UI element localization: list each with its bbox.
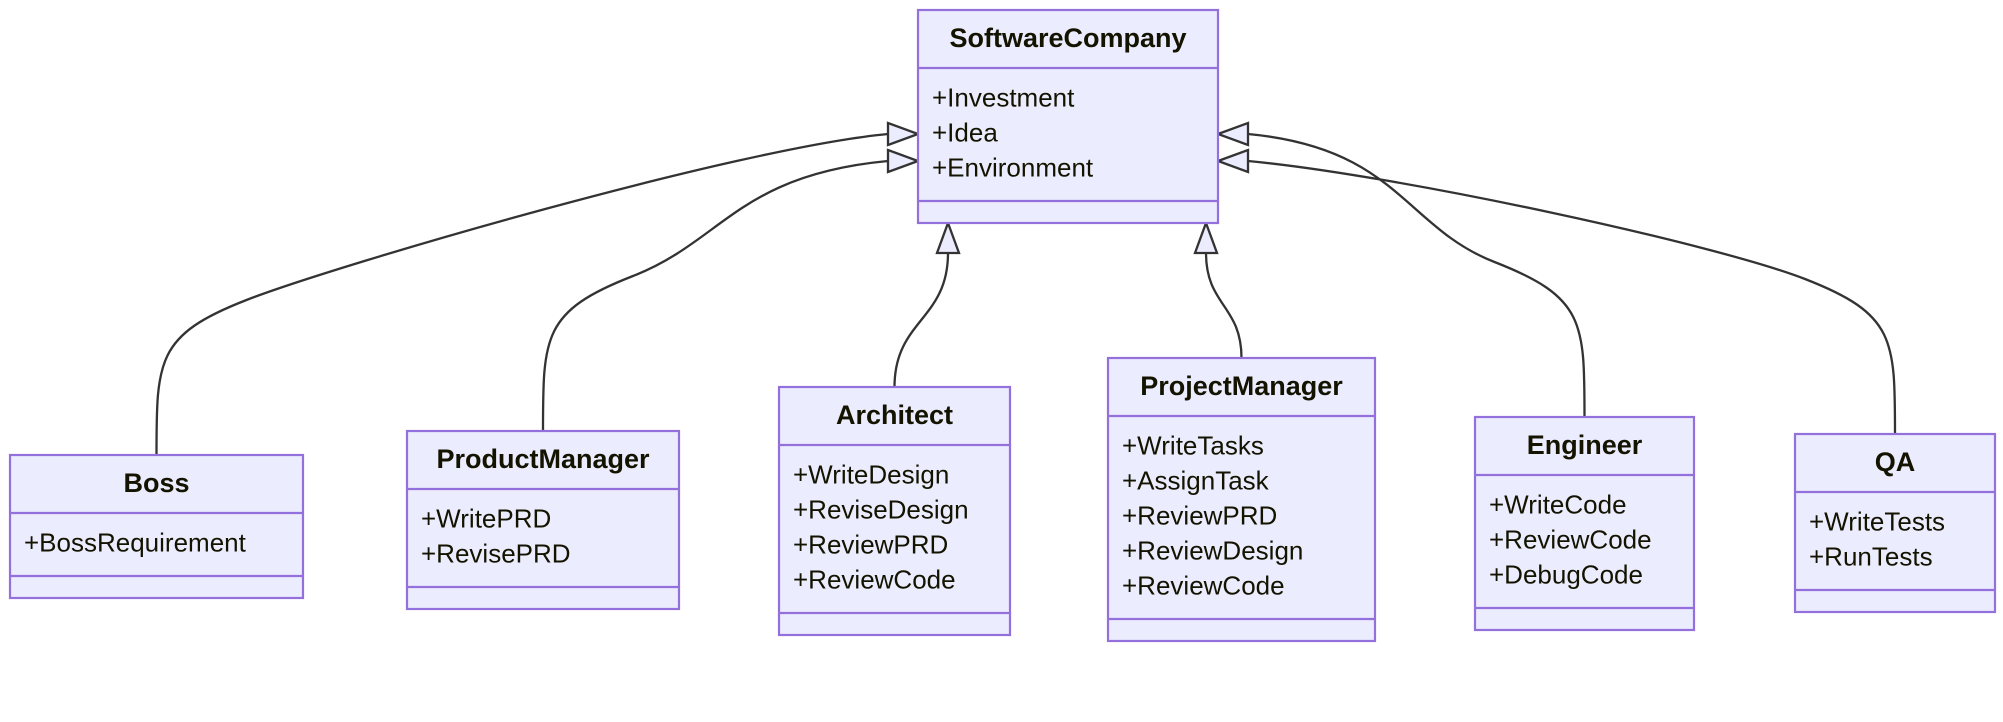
class-node-frame: [405, 429, 681, 611]
class-member: +ReviewCode: [1489, 524, 1652, 554]
class-member: +Idea: [932, 117, 998, 147]
inheritance-edge-line: [1247, 132, 1586, 418]
class-member: +AssignTask: [1122, 465, 1270, 495]
class-nodes-layer: SoftwareCompany +Investment +Idea +Environm…: [8, 8, 1997, 643]
class-member: +Environment: [932, 152, 1094, 182]
class-node-frame: [777, 385, 1012, 637]
inheritance-arrowhead: [886, 148, 922, 174]
inheritance-edge-boss-to-company[interactable]: [155, 121, 922, 456]
class-title-architect: Architect: [836, 400, 953, 430]
class-member: +WriteDesign: [793, 459, 949, 489]
class-member: +Investment: [932, 82, 1075, 112]
class-node-productmanager[interactable]: ProductManager +WritePRD +RevisePRD: [405, 429, 681, 611]
inheritance-edge-engineer-to-company[interactable]: [1214, 121, 1586, 418]
class-member: +ReviewCode: [1122, 570, 1285, 600]
class-member: +BossRequirement: [24, 527, 247, 557]
class-node-architect[interactable]: Architect +WriteDesign +ReviseDesign +Revie…: [777, 385, 1012, 637]
class-node-softwarecompany[interactable]: SoftwareCompany +Investment +Idea +Environm…: [916, 8, 1220, 225]
class-title-projectmanager: ProjectManager: [1140, 371, 1343, 401]
class-member: +WriteTests: [1809, 506, 1945, 536]
inheritance-edge-line: [541, 159, 889, 432]
class-member: +WriteTasks: [1122, 430, 1264, 460]
class-node-frame: [1793, 432, 1997, 614]
class-member: +WriteCode: [1489, 489, 1627, 519]
class-member: +ReviseDesign: [793, 494, 969, 524]
class-title-softwarecompany: SoftwareCompany: [949, 23, 1186, 53]
inheritance-edge-qa-to-company[interactable]: [1214, 148, 1897, 435]
class-member: +RunTests: [1809, 541, 1933, 571]
class-member: +ReviewCode: [793, 564, 956, 594]
class-member: +ReviewPRD: [793, 529, 948, 559]
inheritance-edge-architect-to-company[interactable]: [893, 219, 961, 388]
class-node-engineer[interactable]: Engineer +WriteCode +ReviewCode +DebugCode: [1473, 415, 1696, 632]
inheritance-edge-line: [155, 132, 889, 456]
class-member: +WritePRD: [421, 503, 551, 533]
class-member: +DebugCode: [1489, 559, 1643, 589]
class-node-qa[interactable]: QA +WriteTests +RunTests: [1793, 432, 1997, 614]
class-title-productmanager: ProductManager: [436, 444, 650, 474]
class-node-frame: [1473, 415, 1696, 632]
class-node-frame: [1106, 356, 1377, 643]
class-member: +ReviewPRD: [1122, 500, 1277, 530]
inheritance-arrowhead: [935, 219, 961, 255]
class-node-frame: [916, 8, 1220, 225]
inheritance-arrowhead: [1193, 219, 1219, 255]
class-title-qa: QA: [1875, 447, 1916, 477]
class-title-boss: Boss: [123, 468, 189, 498]
inheritance-arrowhead: [1214, 148, 1250, 174]
class-title-engineer: Engineer: [1527, 430, 1643, 460]
inheritance-edge-productmanager-to-company[interactable]: [541, 148, 922, 432]
class-node-projectmanager[interactable]: ProjectManager +WriteTasks +AssignTask +Rev…: [1106, 356, 1377, 643]
class-node-boss[interactable]: Boss +BossRequirement: [8, 453, 305, 600]
inheritance-arrowhead: [1214, 121, 1250, 147]
inheritance-arrowhead: [886, 121, 922, 147]
inheritance-edge-line: [893, 252, 950, 388]
inheritance-edge-line: [1247, 159, 1897, 435]
inheritance-edge-line: [1204, 252, 1243, 359]
class-member: +ReviewDesign: [1122, 535, 1303, 565]
class-node-frame: [8, 453, 305, 600]
relationship-edges-layer: [155, 121, 1897, 456]
class-member: +RevisePRD: [421, 538, 571, 568]
inheritance-edge-projectmanager-to-company[interactable]: [1193, 219, 1243, 359]
